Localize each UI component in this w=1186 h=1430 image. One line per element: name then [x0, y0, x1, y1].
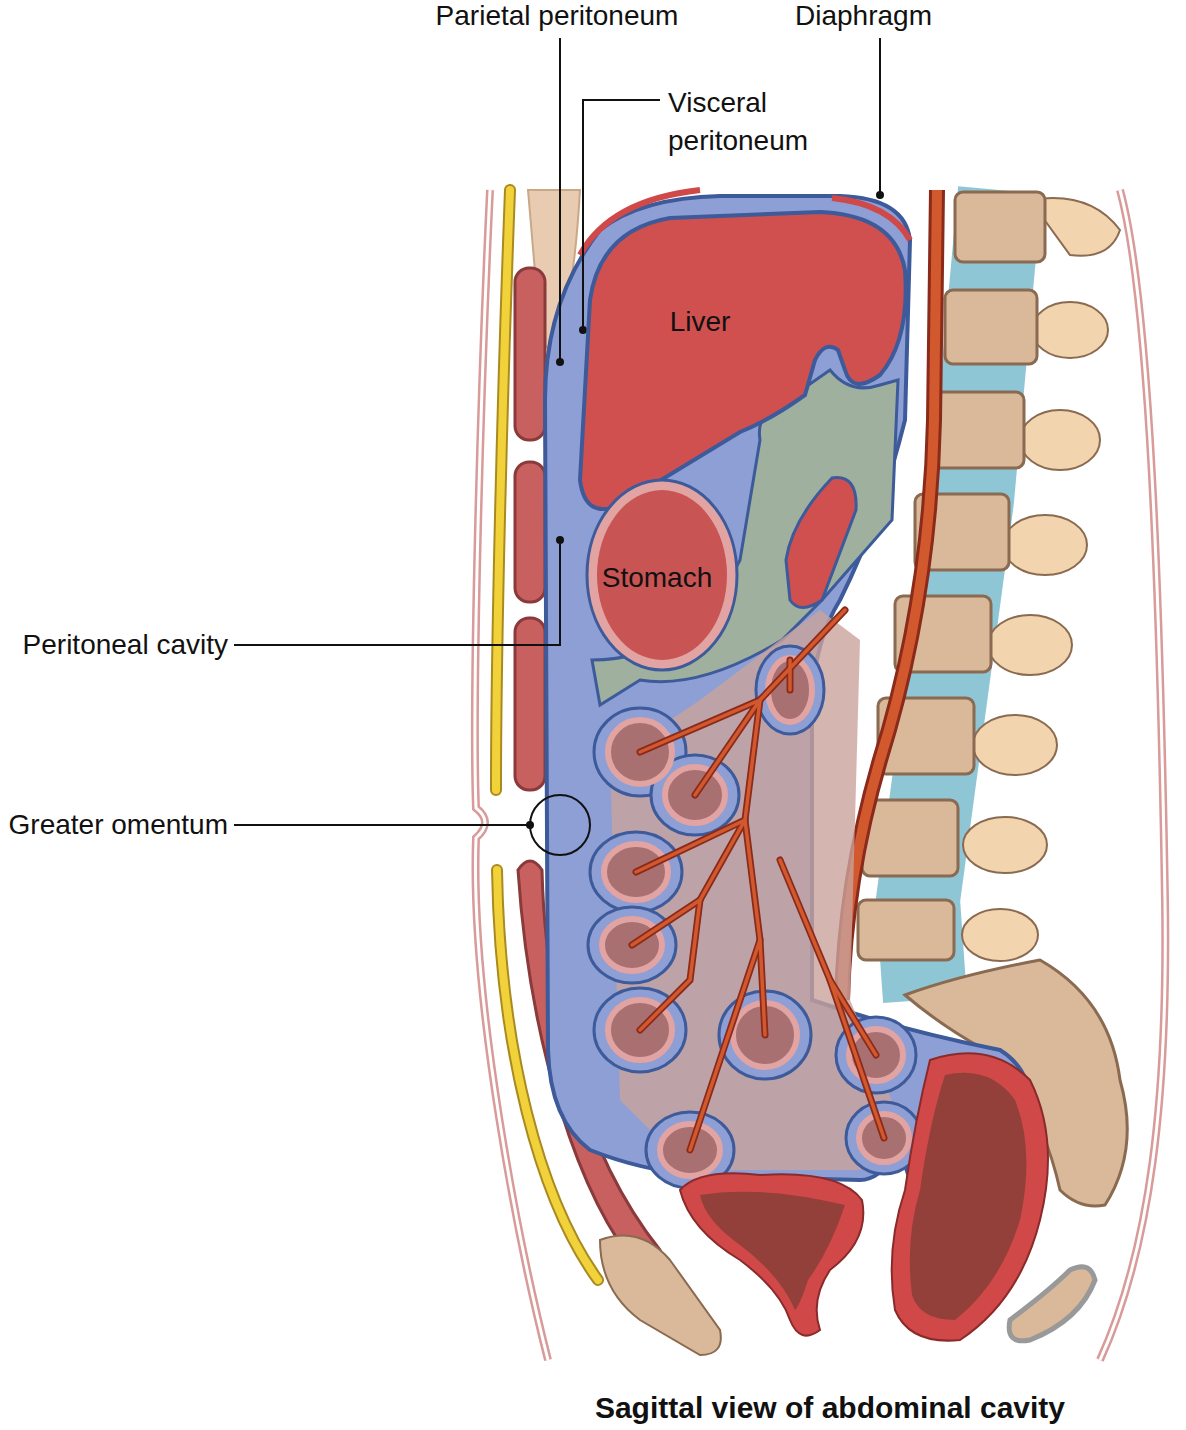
part-label: Parietal peritoneum: [436, 0, 679, 32]
figure-caption: Sagittal view of abdominal cavity: [595, 1390, 1065, 1426]
organ-name: Stomach: [602, 562, 713, 594]
stomach-organ: Stomach: [585, 478, 739, 672]
part-label: Visceral peritoneum: [668, 84, 843, 160]
part-label: Peritoneal cavity: [23, 629, 228, 661]
liver-outline: [575, 208, 915, 526]
liver-organ: Liver: [575, 208, 915, 526]
organ-name: Liver: [670, 306, 731, 338]
part-label: Greater omentum: [9, 809, 228, 841]
part-label: Diaphragm: [795, 0, 932, 32]
